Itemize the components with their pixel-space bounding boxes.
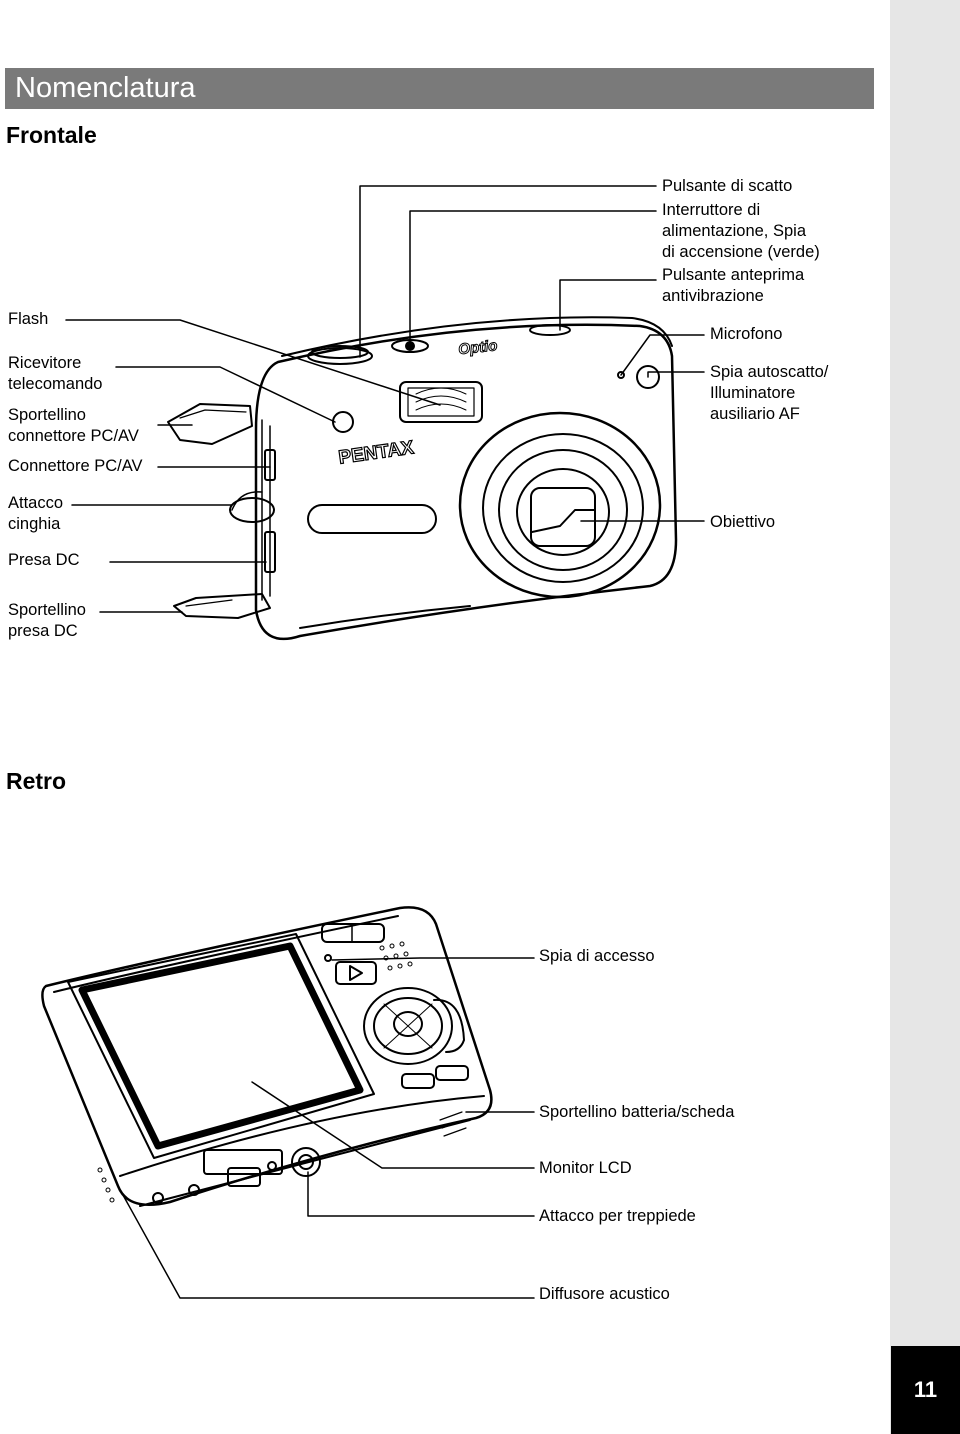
page-title: Nomenclatura xyxy=(15,72,196,104)
back-leader-lines xyxy=(117,957,535,1299)
label-access-lamp: Spia di accesso xyxy=(539,947,655,965)
label-preview-button: Pulsante anteprima antivibrazione xyxy=(662,266,805,305)
label-dc-cover: Sportellino presa DC xyxy=(8,601,86,640)
title-bar: Nomenclatura xyxy=(5,68,874,109)
page-sidebar xyxy=(890,0,960,1434)
label-tripod-socket: Attacco per treppiede xyxy=(539,1207,696,1225)
label-speaker: Diffusore acustico xyxy=(539,1285,670,1303)
label-pcav-connector: Connettore PC/AV xyxy=(8,457,143,475)
label-lens: Obiettivo xyxy=(710,513,776,531)
section-heading-front: Frontale xyxy=(6,122,97,148)
label-self-timer-lamp: Spia autoscatto/ Illuminatore ausiliario… xyxy=(710,363,829,423)
label-shutter-button: Pulsante di scatto xyxy=(662,177,793,195)
page-number: 11 xyxy=(891,1346,960,1434)
label-strap-lug: Attacco cinghia xyxy=(8,494,64,533)
model-logo: Optio xyxy=(457,337,498,358)
label-battery-cover: Sportellino batteria/scheda xyxy=(539,1103,735,1121)
brand-logo: PENTAX xyxy=(337,437,415,468)
section-heading-back: Retro xyxy=(6,768,67,794)
front-camera-illustration xyxy=(167,316,678,641)
label-flash: Flash xyxy=(8,310,49,328)
label-pcav-cover: Sportellino connettore PC/AV xyxy=(8,406,139,445)
label-dc-input: Presa DC xyxy=(8,551,80,569)
front-leader-lines xyxy=(65,185,705,613)
back-camera-illustration xyxy=(41,906,493,1207)
label-lcd-monitor: Monitor LCD xyxy=(539,1159,632,1177)
label-remote-receiver: Ricevitore telecomando xyxy=(8,354,103,393)
label-power-switch: Interruttore di alimentazione, Spia di a… xyxy=(662,201,820,261)
label-microphone: Microfono xyxy=(710,325,783,343)
